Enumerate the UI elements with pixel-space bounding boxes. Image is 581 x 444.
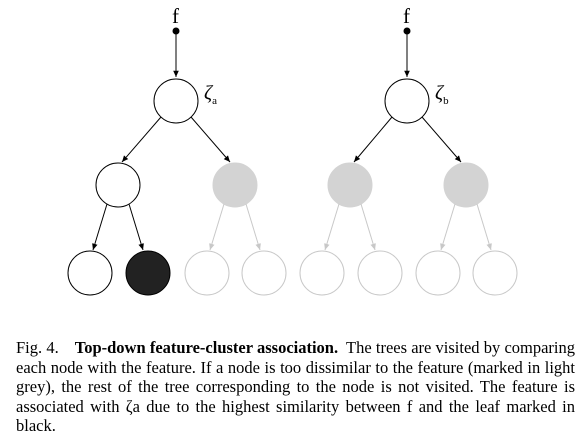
edge-a-right-rl — [209, 203, 225, 251]
leaf-b-1 — [299, 250, 345, 296]
edge-b-left-ll — [324, 203, 340, 251]
node-b-left — [327, 162, 373, 208]
root-node-a — [153, 78, 199, 124]
root-label-b: ζb — [435, 82, 449, 107]
figure-caption: Fig. 4. Top-down feature-cluster associat… — [16, 338, 575, 436]
feature-point-a — [172, 27, 180, 35]
tree-diagram: f ζa f ζb — [67, 4, 518, 296]
node-b-right — [443, 162, 489, 208]
feature-label-a: f — [172, 4, 179, 28]
edge-a-right-rr — [245, 203, 261, 251]
node-a-right — [212, 162, 258, 208]
feature-label-b: f — [403, 4, 410, 28]
leaf-a-2-matched — [125, 250, 171, 296]
caption-title: Top-down feature-cluster association. — [74, 338, 339, 357]
edge-root-left-a — [121, 116, 162, 163]
edge-b-right-rr — [476, 203, 492, 251]
caption-text: The trees are visited by comparing each … — [16, 338, 576, 435]
leaf-a-3 — [184, 250, 230, 296]
edge-b-left-lr — [360, 203, 376, 251]
edge-root-right-b — [421, 116, 462, 163]
leaf-b-4 — [472, 250, 518, 296]
leaf-b-3 — [415, 250, 461, 296]
tree-b: f ζb — [299, 4, 518, 296]
edge-a-left-ll — [92, 203, 108, 251]
feature-point-b — [403, 27, 411, 35]
leaf-a-1 — [67, 250, 113, 296]
node-a-left — [95, 162, 141, 208]
root-node-b — [384, 78, 430, 124]
edge-root-right-a — [190, 116, 231, 163]
tree-a: f ζa — [67, 4, 287, 296]
leaf-a-4 — [241, 250, 287, 296]
root-label-a: ζa — [204, 82, 217, 107]
caption-label: Fig. 4. — [16, 338, 59, 357]
leaf-b-2 — [357, 250, 403, 296]
edge-a-left-lr — [128, 203, 144, 251]
edge-root-left-b — [353, 116, 393, 163]
edge-b-right-rl — [440, 203, 456, 251]
